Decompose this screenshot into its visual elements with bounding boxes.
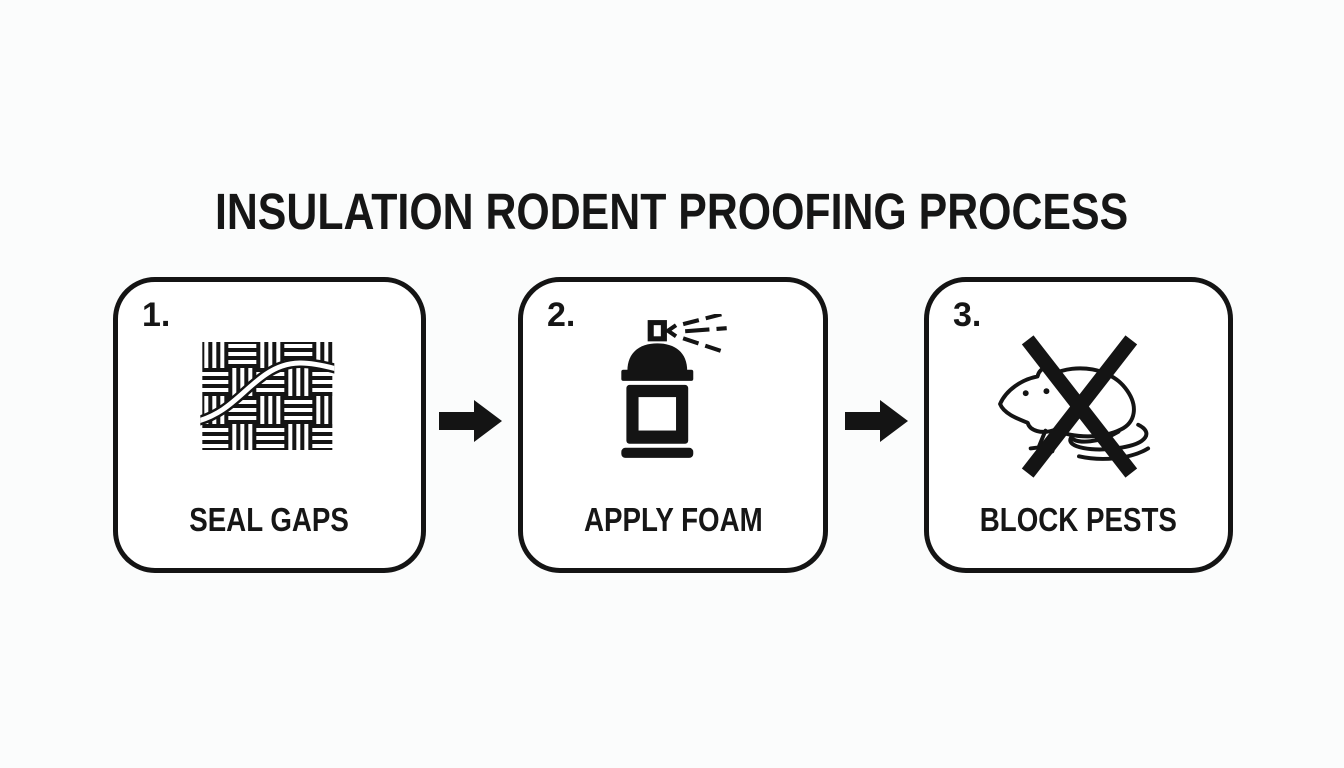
step-label-text: BLOCK PESTS — [979, 501, 1178, 538]
spray-can-icon — [603, 314, 755, 466]
step-label-text: SEAL GAPS — [189, 501, 350, 538]
step-number: 1. — [142, 296, 171, 334]
step-box-block-pests: 3. BLOCK PESTS — [924, 277, 1233, 573]
step-number: 2. — [547, 296, 576, 334]
step-box-apply-foam: 2. APPLY FOAM — [518, 277, 828, 573]
step-label: SEAL GAPS — [118, 503, 421, 536]
rodent-crossed-out-icon — [990, 332, 1168, 480]
wire-mesh-icon — [199, 340, 334, 452]
page-title: INSULATION RODENT PROOFING PROCESS — [0, 186, 1344, 237]
step-label: BLOCK PESTS — [929, 503, 1228, 536]
step-label: APPLY FOAM — [523, 503, 823, 536]
step-number: 3. — [953, 296, 982, 334]
step-box-seal-gaps: 1. SEAL GAPS — [113, 277, 426, 573]
page-title-text: INSULATION RODENT PROOFING PROCESS — [215, 183, 1129, 241]
arrow-right-icon — [845, 398, 909, 444]
arrow-right-icon — [439, 398, 503, 444]
step-label-text: APPLY FOAM — [583, 501, 763, 538]
